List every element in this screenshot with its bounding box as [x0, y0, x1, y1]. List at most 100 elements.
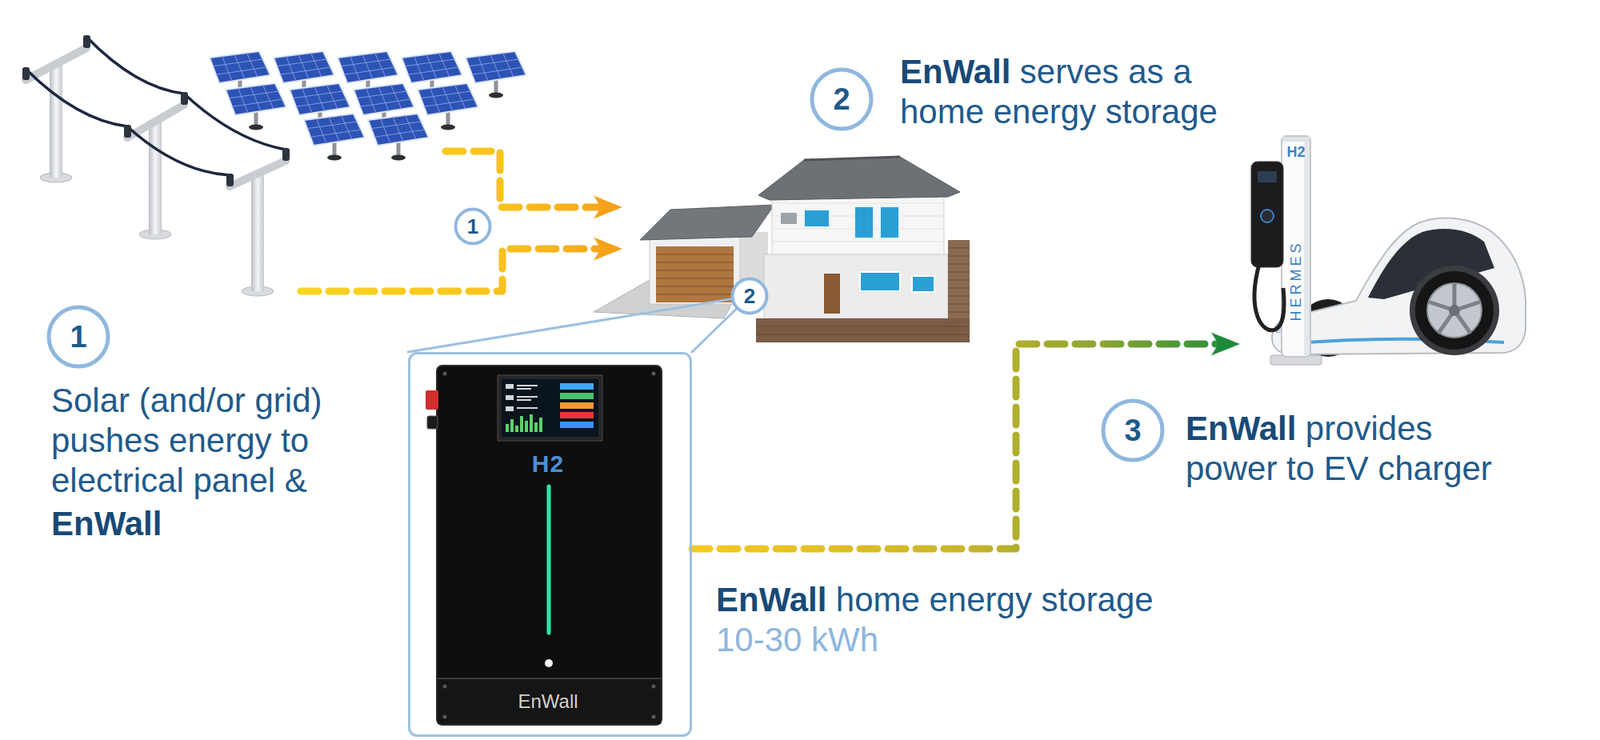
enwall-device — [443, 684, 448, 689]
brand-text: HERMES — [1288, 240, 1304, 321]
callout-circle: 3 — [1100, 398, 1165, 463]
power-line-poles — [148, 120, 162, 235]
ev-charger-post — [1281, 136, 1311, 357]
enwall-device — [524, 420, 528, 432]
ev-charger: H2HERMES — [1240, 128, 1536, 368]
enwall-device — [505, 424, 509, 432]
product-description: EnWallhome energy storage — [716, 580, 1228, 620]
enwall-device — [516, 407, 538, 409]
leader-line — [408, 299, 736, 352]
enwall-device — [505, 414, 543, 432]
enwall-device — [547, 486, 552, 633]
house — [804, 209, 830, 228]
house — [772, 190, 944, 255]
enwall-device — [560, 412, 594, 419]
enwall-device — [544, 486, 554, 633]
insulators — [22, 67, 30, 80]
house — [780, 212, 797, 224]
energy-flow-arrows — [300, 248, 601, 292]
callout-frame — [409, 353, 692, 736]
enwall-device — [529, 414, 533, 432]
ev-charger-post — [1251, 136, 1322, 365]
enwall-device — [505, 406, 514, 412]
house — [756, 248, 970, 335]
callout-number: 1 — [69, 321, 87, 352]
description-text: Solar (and/or grid) pushes energy to ele… — [51, 381, 322, 500]
description-text: serves as a home energy storage — [900, 52, 1218, 131]
enwall-device — [443, 372, 656, 720]
callout-ring — [46, 304, 111, 369]
product-name: EnWall — [51, 504, 162, 543]
house — [912, 276, 935, 292]
capacity-value: 10-30 kWh — [716, 620, 879, 659]
house — [804, 156, 900, 160]
enwall-device — [436, 365, 662, 725]
enwall-device — [425, 390, 439, 410]
callout-ring — [730, 276, 769, 316]
enwall-device — [510, 419, 514, 432]
insulators — [124, 124, 132, 138]
house — [824, 273, 840, 314]
logo-text: H2 — [1286, 144, 1305, 160]
step-description: EnWall — [51, 504, 349, 544]
callout-ring — [48, 307, 108, 367]
enwall-device — [534, 422, 538, 432]
enwall-device — [516, 388, 532, 390]
step-description: Solar (and/or grid) pushes energy to ele… — [51, 380, 349, 501]
callout-number: 2 — [744, 285, 756, 307]
solar-panels — [225, 83, 287, 131]
enwall-device — [443, 372, 448, 376]
enwall-device — [544, 659, 553, 668]
enwall-device — [652, 372, 656, 376]
enwall-device — [436, 677, 662, 680]
enwall-device — [560, 392, 594, 400]
enwall-device — [437, 679, 661, 724]
house — [854, 206, 874, 239]
electric-car — [1409, 265, 1500, 356]
callout-circle: 1 — [453, 207, 492, 246]
house — [649, 236, 740, 304]
callout-circle: 2 — [730, 276, 769, 316]
power-line-wires — [25, 36, 286, 176]
solar-panels — [368, 113, 429, 161]
enwall-device — [560, 383, 594, 390]
callout-ring — [732, 279, 768, 314]
product-name: EnWall — [716, 580, 827, 619]
power-line-wires — [184, 93, 286, 150]
power-line-poles — [25, 48, 87, 80]
ev-charger-post — [1282, 136, 1310, 142]
callout-ring — [1100, 398, 1165, 463]
callout-ring — [812, 69, 872, 129]
callout-frame — [408, 352, 692, 737]
enwall-device — [516, 399, 532, 401]
house — [656, 246, 734, 303]
ev-charger-post — [1254, 264, 1284, 331]
step-description: EnWallprovides power to EV charger — [1185, 408, 1518, 489]
enwall-device — [505, 384, 538, 412]
solar-panels — [304, 113, 365, 161]
energy-flow-arrows — [300, 151, 601, 292]
callout-ring — [456, 209, 491, 244]
connectors — [408, 299, 1219, 549]
callout-number: 1 — [467, 216, 479, 237]
callout-ring — [453, 207, 492, 246]
enwall-device — [501, 379, 599, 437]
electric-car — [1427, 283, 1482, 338]
solar-panels — [465, 51, 527, 99]
callout-circle: 1 — [46, 304, 111, 369]
house — [772, 203, 944, 242]
enwall-device — [425, 365, 662, 725]
insulators — [22, 35, 290, 187]
house — [656, 254, 734, 295]
insulators — [83, 35, 91, 48]
enwall-device — [515, 425, 519, 432]
ev-charger-post — [1251, 161, 1284, 268]
step-description: EnWallserves as a home energy storage — [900, 52, 1232, 132]
insulators — [180, 92, 188, 105]
callout-number: 2 — [832, 84, 850, 115]
enwall-device — [516, 384, 538, 387]
enwall-device — [427, 416, 438, 429]
description-text: provides power to EV charger — [1185, 409, 1492, 488]
